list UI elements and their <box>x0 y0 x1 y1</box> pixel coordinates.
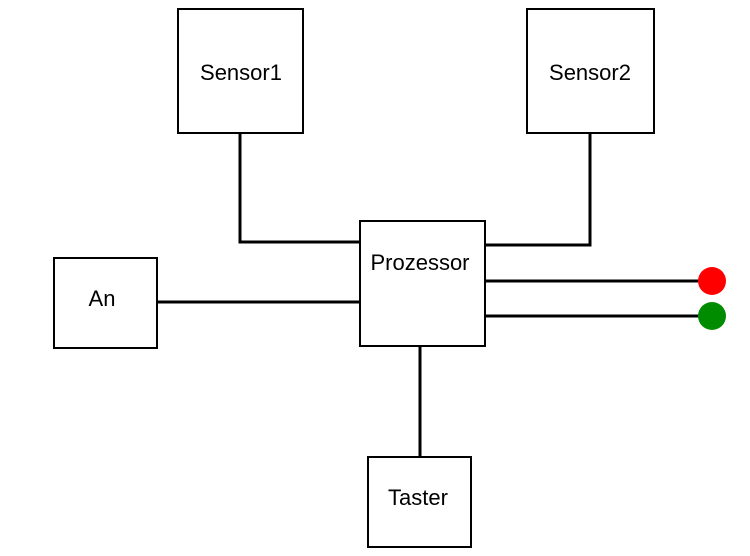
processor-label: Prozessor <box>370 250 469 275</box>
button-block: Taster <box>367 456 472 548</box>
power-label: An <box>89 286 116 311</box>
wire-sensor1-to-processor <box>238 133 360 244</box>
power-block: An <box>53 257 158 349</box>
wire-sensor2-to-processor <box>485 133 592 247</box>
green-led-indicator <box>698 302 726 330</box>
sensor1-block: Sensor1 <box>177 8 304 134</box>
button-label: Taster <box>388 485 448 510</box>
sensor2-block: Sensor2 <box>526 8 655 134</box>
sensor2-label: Sensor2 <box>549 60 631 85</box>
sensor1-label: Sensor1 <box>200 60 282 85</box>
red-led-indicator <box>698 267 726 295</box>
processor-block: Prozessor <box>359 220 486 347</box>
